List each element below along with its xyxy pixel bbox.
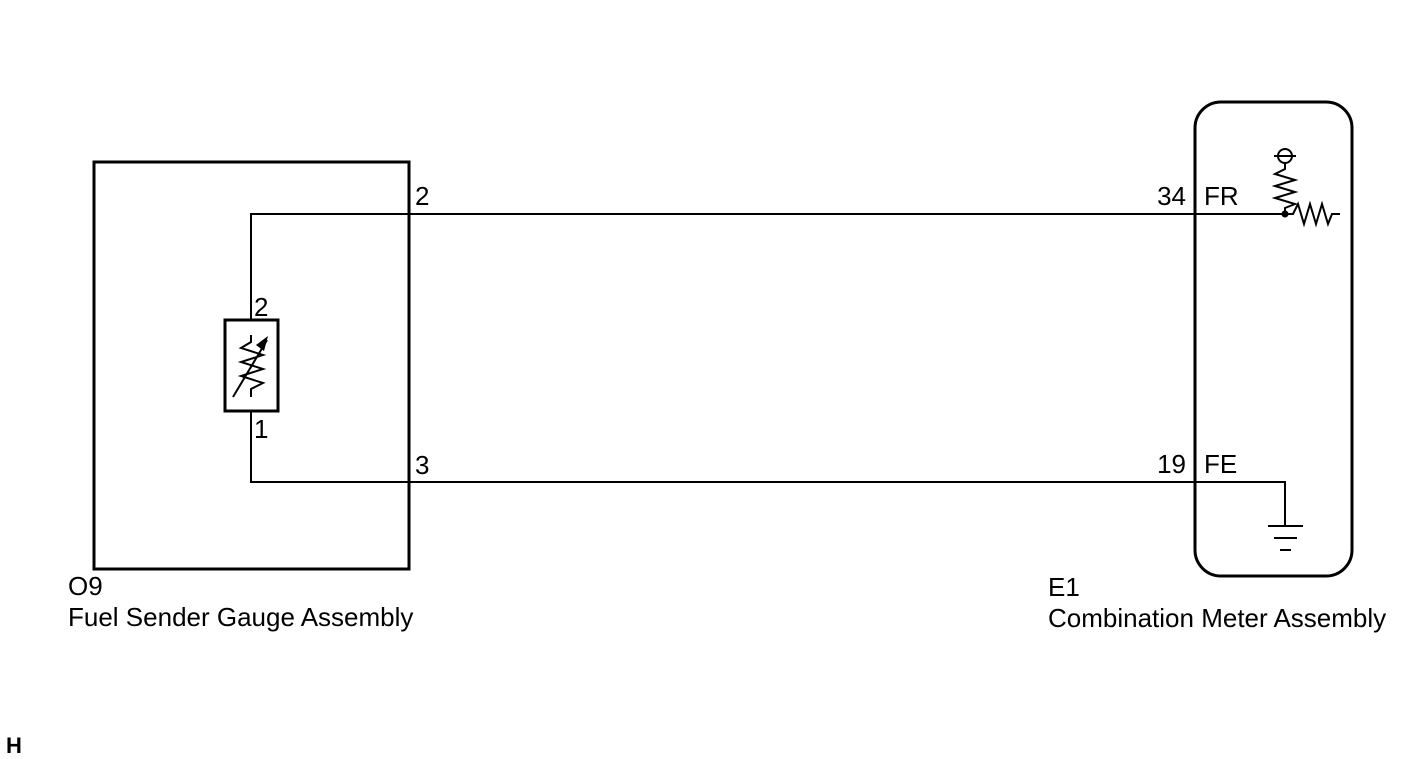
pin-number-fr: 34 — [1157, 181, 1186, 211]
variable-arrow-shaft — [232, 339, 268, 398]
left-component-name: Fuel Sender Gauge Assembly — [68, 602, 413, 632]
element-pin-bottom: 1 — [254, 414, 268, 444]
wire-internal-bottom — [250, 411, 409, 483]
left-component-code: O9 — [68, 571, 103, 601]
sense-resistor-icon — [1285, 200, 1340, 228]
pullup-resistor-icon — [1271, 163, 1299, 214]
variable-arrow-head — [256, 336, 268, 351]
connector-pin-bottom: 3 — [415, 450, 429, 480]
right-component-name: Combination Meter Assembly — [1048, 603, 1386, 633]
pin-signal-fe: FE — [1204, 449, 1237, 479]
combination-meter-box — [1193, 100, 1354, 578]
wire-internal-top — [250, 213, 409, 320]
corner-mark: H — [6, 733, 22, 758]
wire-fe-internal — [1195, 481, 1286, 526]
right-component-code: E1 — [1048, 572, 1080, 602]
pin-signal-fr: FR — [1204, 181, 1239, 211]
pin-number-fe: 19 — [1157, 449, 1186, 479]
element-pin-top: 2 — [254, 292, 268, 322]
connector-pin-top: 2 — [415, 181, 429, 211]
fuel-sender-box — [92, 160, 411, 571]
